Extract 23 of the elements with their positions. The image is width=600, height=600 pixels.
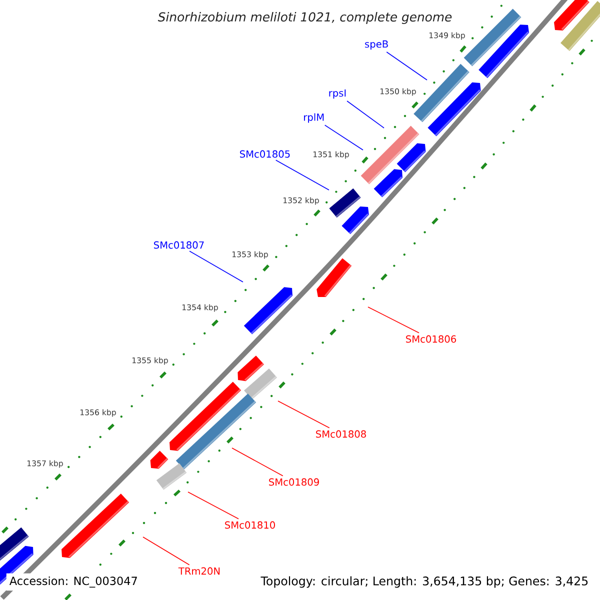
leader-line [386,52,428,80]
footer-text: Topology: circular; Length: 3,654,135 bp; Genes: 3,425 [258,573,592,591]
gene-label: rplM [304,113,324,123]
gene-label: SMc01808 [316,430,366,438]
gene-label: SMc01805 [240,150,290,158]
leader-line [232,448,284,476]
leader-line [278,400,330,428]
gene-label: SMc01806 [406,335,456,343]
leader-line [142,536,190,566]
gene-label: SMc01810 [225,521,275,529]
gene-label: SMc01809 [269,478,319,486]
footer-text: Accession: NC_003047 [6,573,141,591]
gene-label: TRm20N [178,567,220,575]
leader-line [189,250,244,282]
gene-label: rpsI [329,89,346,99]
leader-line [346,100,384,128]
gene-label: SMc01807 [154,241,204,249]
leader-line [188,492,239,520]
leader-line [368,306,420,334]
leader-line [275,160,330,190]
title: Sinorhizobium meliloti 1021, complete genome [158,12,452,24]
leader-line [324,124,364,150]
gene-label: speB [365,40,388,50]
